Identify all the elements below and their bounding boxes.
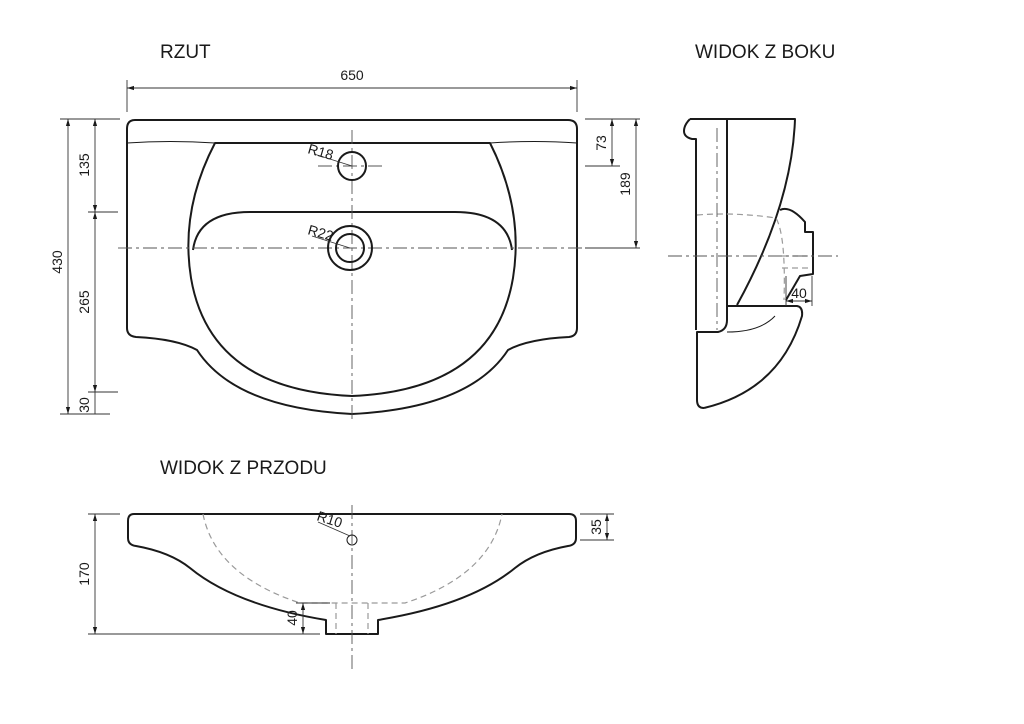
drain-leader	[311, 235, 351, 249]
top-view-title: RZUT	[160, 42, 211, 63]
top-view-rim-line	[126, 141, 578, 144]
drain-outer	[327, 225, 373, 271]
front-radius-leader	[317, 521, 351, 537]
front-view-tap-circle	[346, 534, 358, 546]
rim-label: 35	[588, 519, 604, 535]
hole-offset-label: 73	[593, 135, 609, 151]
side-view-hidden-bowl	[696, 213, 785, 301]
tap-hole-leader	[313, 153, 353, 167]
front-radius-label: R10	[315, 508, 345, 531]
side-view-lower-inner	[726, 315, 776, 333]
depth-label: 430	[49, 250, 65, 274]
front-view: WIDOK Z PRZODU R10 170 40 35	[76, 458, 614, 672]
side-view-back-edge	[683, 118, 697, 330]
tap-hole-radius-label: R18	[306, 141, 335, 164]
front-view-hidden-bowl	[202, 513, 503, 604]
front-part-label: 135	[76, 153, 92, 177]
side-view-hidden-drain	[782, 255, 810, 269]
drain-radius-label: R22	[306, 222, 335, 245]
front-height-label: 170	[76, 562, 92, 586]
rear-part-label: 265	[76, 290, 92, 314]
drain-offset-label: 189	[617, 172, 633, 196]
tap-hole	[337, 151, 367, 181]
edge-label: 30	[76, 397, 92, 413]
side-drain-label: 40	[791, 285, 807, 301]
front-view-hidden-drain	[335, 603, 369, 634]
side-view-drain-fitting	[779, 207, 814, 301]
drain-inner	[335, 233, 365, 263]
side-view: WIDOK Z BOKU 40	[668, 42, 838, 409]
top-view-basin	[192, 211, 513, 251]
side-view-back-wall	[690, 118, 728, 409]
top-view: RZUT R18 R22 650 4	[49, 42, 640, 420]
top-view-bowl	[187, 142, 517, 397]
side-view-bowl-front	[727, 118, 796, 306]
front-drain-label: 40	[284, 610, 300, 626]
front-view-title: WIDOK Z PRZODU	[160, 458, 327, 479]
width-label: 650	[340, 67, 364, 83]
side-view-lower-bowl	[703, 305, 804, 409]
front-view-outline	[127, 513, 577, 635]
side-view-title: WIDOK Z BOKU	[695, 42, 835, 63]
